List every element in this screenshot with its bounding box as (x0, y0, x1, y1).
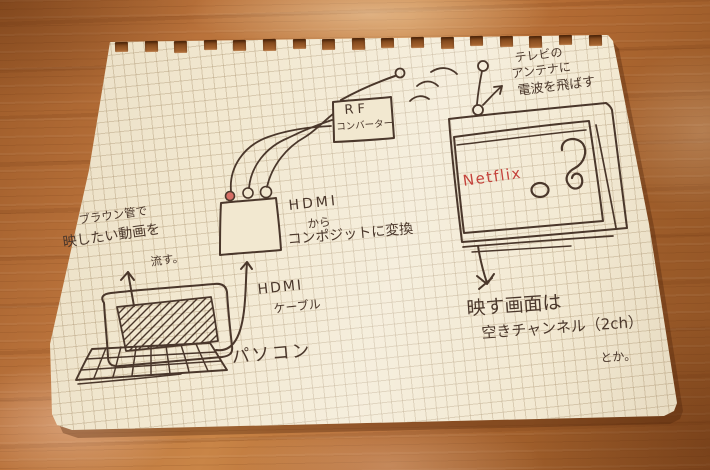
rf-antenna (340, 75, 396, 101)
tv-drawing (448, 102, 628, 253)
down-arrow (476, 245, 495, 290)
converter-box-drawing (219, 185, 282, 256)
composite-cables (230, 113, 334, 192)
radio-waves (409, 67, 458, 102)
up-arrow (120, 271, 135, 307)
rf-converter-box-drawing (332, 67, 406, 143)
hdmi-cable-line (215, 261, 253, 352)
channel-note-line3: とか。 (599, 348, 637, 365)
screen-doodle (530, 137, 587, 199)
rf-converter-label-line1: RF (343, 101, 370, 118)
laptop-screen-hatched (116, 296, 219, 352)
laptop-drawing (75, 282, 234, 385)
tv-antenna (472, 60, 503, 116)
red-connector-dot (224, 190, 236, 202)
